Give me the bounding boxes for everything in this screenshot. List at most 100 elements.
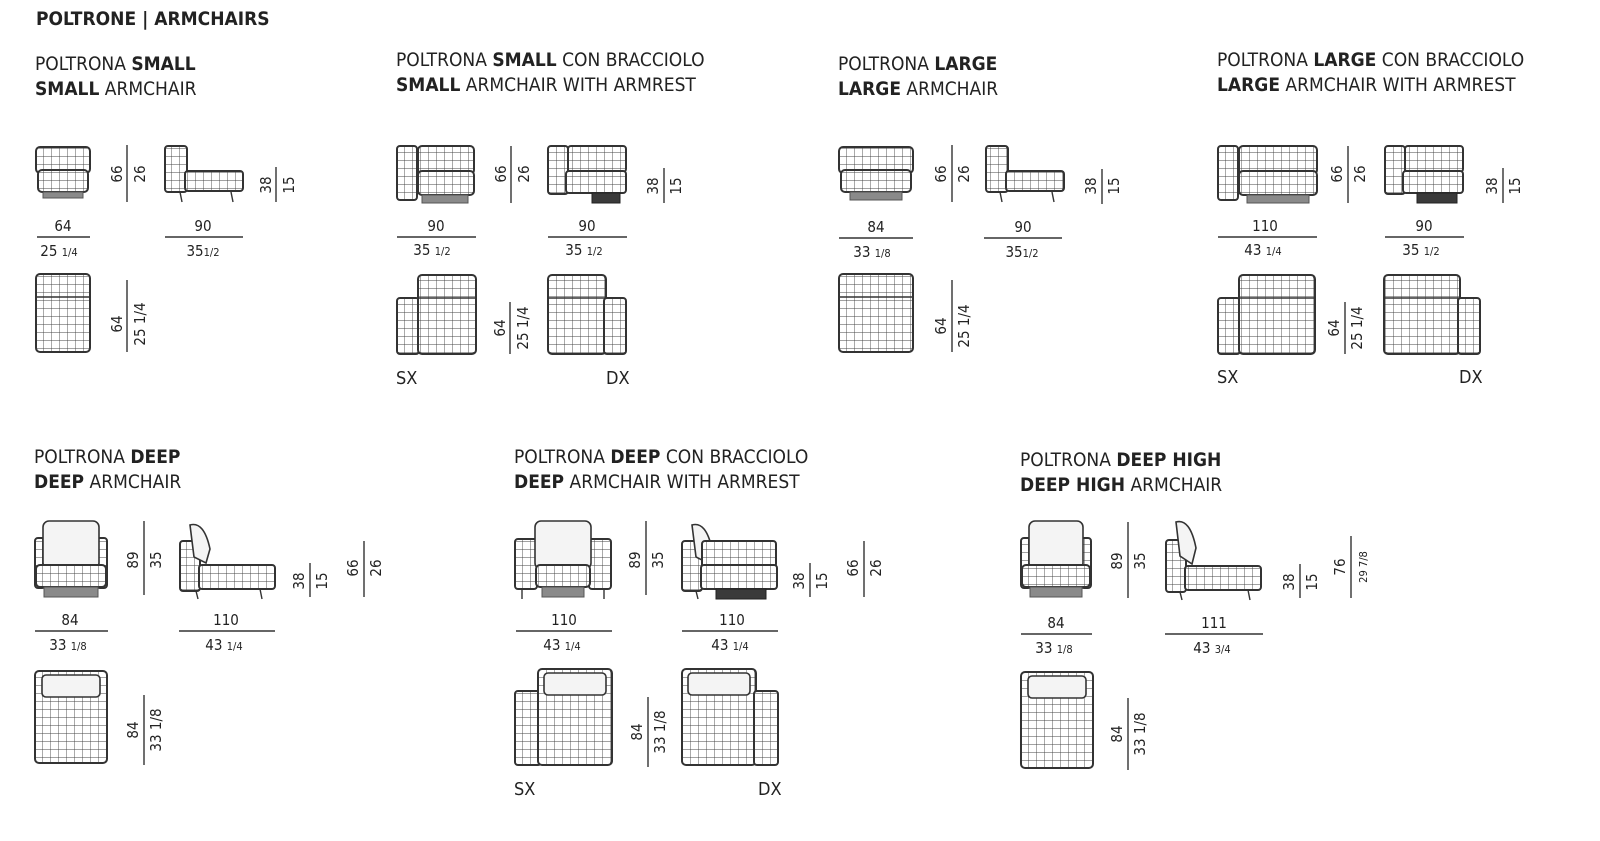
- side-depth-cm: 90: [1415, 217, 1432, 235]
- front-view-drawing: [838, 146, 914, 201]
- top-depth-in: 33 1/8: [651, 710, 669, 753]
- side-view-drawing: [179, 523, 276, 600]
- front-width-cm: 90: [427, 217, 444, 235]
- top-view-drawing: [34, 670, 108, 764]
- side-depth-cm: 90: [1014, 218, 1031, 236]
- section-title: POLTRONA DEEP DEEP ARMCHAIR: [34, 446, 182, 493]
- front-view-sx-drawing: [1217, 145, 1318, 204]
- top-depth-in: 33 1/8: [147, 708, 165, 751]
- front-height-cm: 89: [626, 551, 644, 568]
- side-depth-in: 35 1/2: [1402, 241, 1439, 259]
- large-armrest-drawing: 66 26 110 43 1/4 90 35 1/2 38 15 SX 64 2…: [1217, 145, 1524, 388]
- side-seat-cm: 38: [1082, 177, 1100, 194]
- front-width-cm: 84: [1047, 614, 1064, 632]
- front-height-in: 26: [515, 165, 533, 182]
- side-arm-in: 26: [367, 559, 385, 576]
- front-height-in: 26: [1351, 165, 1369, 182]
- side-view-drawing: [681, 523, 778, 600]
- section-title: POLTRONA SMALL SMALL ARMCHAIR: [35, 53, 197, 100]
- front-width-cm: 64: [54, 217, 71, 235]
- side-depth-in: 351/2: [1005, 243, 1038, 261]
- front-height-in: 26: [131, 165, 149, 182]
- side-view-drawing: [1384, 145, 1464, 204]
- front-height-cm: 89: [1108, 552, 1126, 569]
- side-depth-cm: 110: [719, 611, 745, 629]
- front-height-in: 35: [649, 551, 667, 568]
- side-arm-cm: 66: [344, 559, 362, 576]
- top-depth-in: 25 1/4: [514, 306, 532, 349]
- front-view-drawing: [514, 520, 612, 599]
- top-depth-cm: 64: [491, 319, 509, 336]
- side-seat-in: 15: [813, 572, 831, 589]
- top-depth-in: 25 1/4: [131, 302, 149, 345]
- top-depth-cm: 84: [124, 721, 142, 738]
- front-height-cm: 66: [932, 165, 950, 182]
- side-seat-in: 15: [1303, 573, 1321, 590]
- section-title: POLTRONA DEEP CON BRACCIOLO DEEP ARMCHAI…: [514, 446, 809, 493]
- top-view-sx-drawing: [396, 274, 477, 355]
- front-view-drawing: [1020, 520, 1092, 598]
- side-depth-in: 43 1/4: [711, 636, 748, 654]
- top-view-dx-drawing: [681, 668, 779, 766]
- side-depth-in: 35 1/2: [565, 241, 602, 259]
- front-height-cm: 66: [108, 165, 126, 182]
- sx-label: SX: [396, 368, 417, 389]
- front-width-in: 43 1/4: [1244, 241, 1281, 259]
- side-seat-cm: 38: [1280, 573, 1298, 590]
- section-deep-armchair-armrest: POLTRONA DEEP CON BRACCIOLO DEEP ARMCHAI…: [514, 445, 914, 805]
- top-view-dx-drawing: [1383, 274, 1481, 355]
- side-depth-in: 351/2: [186, 242, 219, 260]
- side-depth-cm: 90: [194, 217, 211, 235]
- front-width-in: 33 1/8: [853, 243, 890, 261]
- side-depth-cm: 111: [1201, 614, 1227, 632]
- side-seat-in: 15: [280, 176, 298, 193]
- side-seat-cm: 38: [1483, 177, 1501, 194]
- dx-label: DX: [758, 779, 782, 800]
- top-view-drawing: [838, 273, 914, 353]
- side-view-drawing: [547, 145, 627, 204]
- section-small-armchair: POLTRONA SMALL SMALL ARMCHAIR 66 26 64 2…: [35, 52, 335, 372]
- top-depth-cm: 64: [1325, 319, 1343, 336]
- section-deep-armchair: POLTRONA DEEP DEEP ARMCHAIR 89 35 84 33 …: [34, 445, 404, 775]
- front-width-in: 35 1/2: [413, 241, 450, 259]
- side-depth-in: 43 1/4: [205, 636, 242, 654]
- section-deep-high-armchair: POLTRONA DEEP HIGH DEEP HIGH ARMCHAIR 89…: [1020, 448, 1400, 778]
- front-view-drawing: [35, 146, 91, 199]
- side-depth-cm: 90: [578, 217, 595, 235]
- front-width-in: 33 1/8: [1035, 639, 1072, 657]
- front-width-cm: 84: [61, 611, 78, 629]
- section-large-armchair: POLTRONA LARGE LARGE ARMCHAIR 66 26 84 3…: [838, 52, 1158, 372]
- top-depth-cm: 64: [932, 317, 950, 334]
- top-view-dx-drawing: [547, 274, 627, 355]
- side-seat-cm: 38: [790, 572, 808, 589]
- section-title: POLTRONA LARGE CON BRACCIOLO LARGE ARMCH…: [1217, 49, 1525, 96]
- small-armchair-drawing: 66 26 64 25 1/4 90 351/2 38 15 64 25 1/4: [35, 145, 298, 353]
- front-height-cm: 66: [1328, 165, 1346, 182]
- side-seat-cm: 38: [644, 177, 662, 194]
- side-seat-in: 15: [1506, 177, 1524, 194]
- top-view-sx-drawing: [514, 668, 613, 766]
- top-depth-cm: 64: [108, 315, 126, 332]
- small-armrest-drawing: 66 26 90 35 1/2 90 35 1/2 38 15 SX 64 25…: [396, 145, 685, 389]
- top-depth-cm: 84: [1108, 725, 1126, 742]
- front-height-in: 26: [955, 165, 973, 182]
- section-small-armchair-armrest: POLTRONA SMALL CON BRACCIOLO SMALL ARMCH…: [396, 48, 716, 389]
- side-view-drawing: [164, 145, 244, 203]
- sx-label: SX: [514, 779, 535, 800]
- deep-armrest-drawing: 89 35 110 43 1/4 110 43 1/4 38 15 66 26 …: [514, 520, 885, 800]
- side-seat-in: 15: [1105, 177, 1123, 194]
- front-width-in: 43 1/4: [543, 636, 580, 654]
- top-view-drawing: [1020, 671, 1094, 769]
- large-armchair-drawing: 66 26 84 33 1/8 90 351/2 38 15 64 25 1/4: [838, 145, 1123, 353]
- front-height-in: 35: [1131, 552, 1149, 569]
- deep-armchair-drawing: 89 35 84 33 1/8 110 43 1/4 38 15 66 26 8…: [34, 520, 385, 765]
- dx-label: DX: [606, 368, 630, 389]
- top-depth-in: 25 1/4: [1348, 306, 1366, 349]
- front-view-drawing: [34, 520, 108, 598]
- side-arm-in: 26: [867, 559, 885, 576]
- section-large-armchair-armrest: POLTRONA LARGE CON BRACCIOLO LARGE ARMCH…: [1217, 48, 1557, 388]
- page-title: POLTRONE | ARMCHAIRS: [36, 8, 270, 30]
- deep-high-drawing: 89 35 84 33 1/8 111 43 3/4 38 15 76 29 7…: [1020, 520, 1370, 770]
- dx-label: DX: [1459, 367, 1483, 388]
- section-title: POLTRONA DEEP HIGH DEEP HIGH ARMCHAIR: [1020, 449, 1223, 496]
